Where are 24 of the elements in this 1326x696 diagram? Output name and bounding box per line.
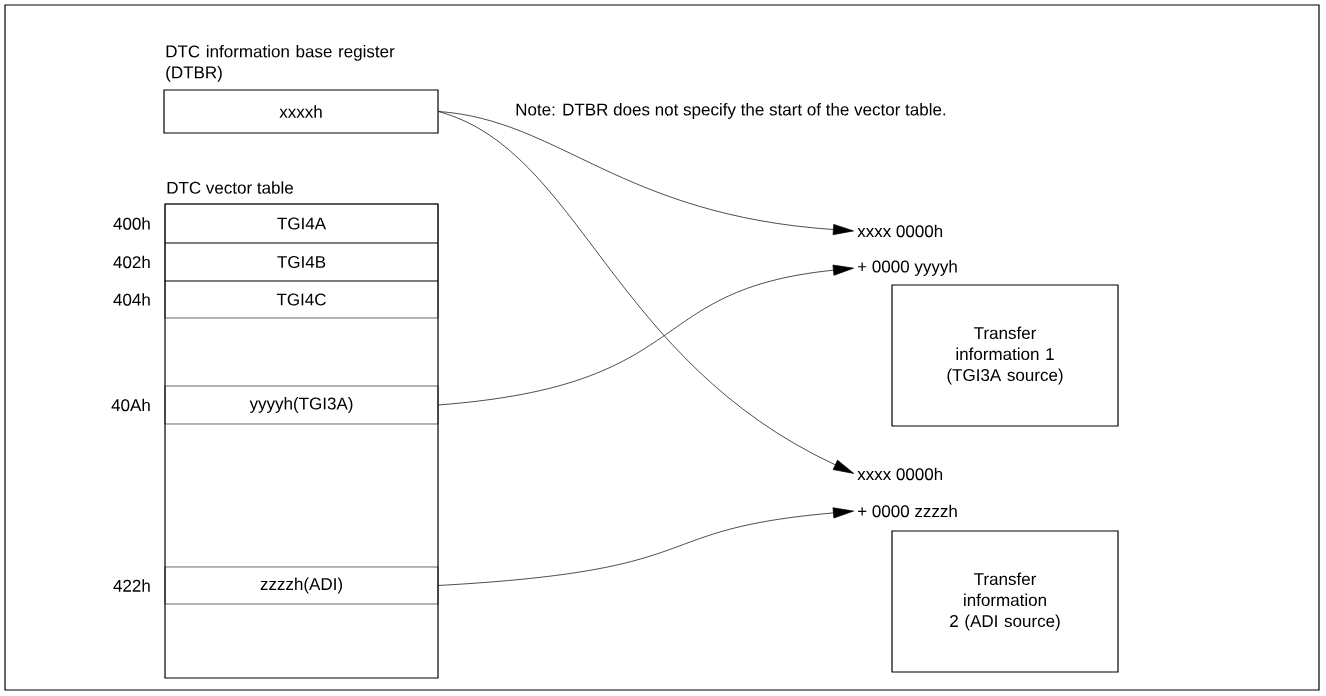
address-label: 422h	[113, 579, 150, 592]
node-label: DTC information base register (DTBR)	[166, 44, 395, 82]
transfer-info-box: Transfer information 1 (TGI3A source)	[891, 284, 1119, 427]
address-label: 40Ah	[111, 398, 150, 412]
transfer-info-box: Transfer information 2 (ADI source)	[891, 530, 1119, 673]
arrow	[438, 111, 854, 235]
table-cell: TGI4B	[164, 242, 439, 282]
address-label: 400h	[113, 217, 150, 230]
table-cell: zzzzh(ADI)	[164, 566, 439, 605]
address-label: 402h	[113, 255, 150, 269]
arrow	[437, 507, 854, 586]
address-text: xxxx 0000h	[857, 467, 943, 481]
address-text: xxxx 0000h	[857, 224, 943, 238]
arrow	[438, 111, 855, 474]
note-text: Note: DTBR does not specify the start of the vector table.	[516, 103, 946, 119]
register-box: DTC information base register (DTBR) xxxxh	[163, 44, 439, 134]
arrow	[437, 264, 854, 406]
address-text: + 0000 zzzzh	[858, 504, 957, 518]
table-cell: TGI4C	[164, 280, 439, 319]
address-text: + 0000 yyyyh	[858, 260, 957, 276]
address-label: 404h	[113, 293, 150, 306]
table-cell: yyyyh(TGI3A)	[164, 385, 439, 425]
table-cell: TGI4A	[164, 203, 439, 244]
node-label: DTC vector table	[167, 181, 293, 194]
